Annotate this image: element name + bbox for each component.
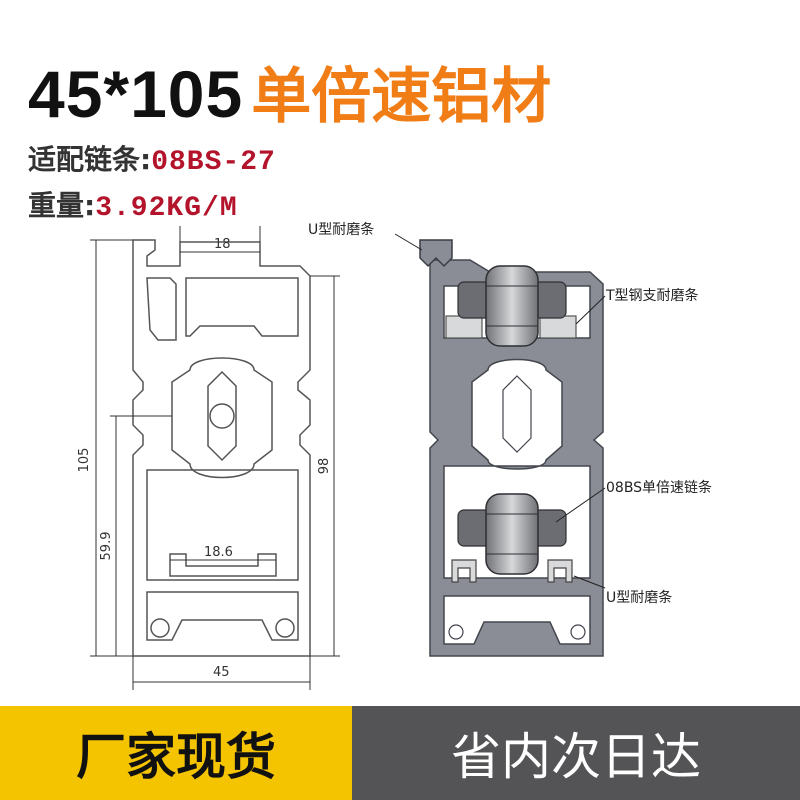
- profile-outline-drawing: [132, 239, 311, 657]
- title-size: 45*105: [28, 57, 244, 131]
- profile-section-view: [419, 239, 604, 657]
- title-name: 单倍速铝材: [251, 62, 552, 132]
- callout-chain: 08BS单倍速链条: [606, 479, 712, 496]
- dim-width: 45: [213, 665, 230, 680]
- spec-chain: 适配链条:08BS-27: [28, 138, 276, 178]
- chain-roller-upper: [457, 265, 567, 347]
- callout-t-strip: T型钢支耐磨条: [605, 287, 699, 304]
- chain-roller-lower: [457, 493, 567, 575]
- u-strip-bottom-right: [547, 559, 573, 583]
- callout-u-strip-top: U型耐磨条: [308, 221, 374, 238]
- t-strip-right: [539, 315, 577, 339]
- callout-leaders: [394, 233, 606, 589]
- banner-in-stock: 厂家现货: [0, 706, 352, 800]
- profile-drawing: 18 105 98 59.9 18.6 45: [77, 221, 712, 690]
- dim-height-98: 98: [317, 458, 332, 475]
- profile-body: [429, 259, 604, 657]
- callout-u-strip-bottom: U型耐磨条: [606, 589, 672, 606]
- u-strip-bottom-left: [451, 559, 477, 583]
- spec-weight: 重量:3.92KG/M: [28, 184, 238, 224]
- dimension-lines: [90, 226, 340, 690]
- weight-label: 重量:: [28, 189, 96, 222]
- banner-next-day: 省内次日达: [352, 706, 800, 800]
- chain-value: 08BS-27: [151, 147, 276, 178]
- page-title: 45*105 单倍速铝材: [28, 48, 551, 138]
- weight-value: 3.92KG/M: [95, 193, 238, 224]
- dim-inner-slot: 18.6: [204, 545, 233, 560]
- chain-label: 适配链条:: [28, 143, 152, 176]
- u-strip-top: [419, 239, 453, 268]
- t-strip-left: [445, 315, 483, 339]
- dim-top-slot: 18: [214, 237, 231, 252]
- dim-height-total: 105: [77, 448, 92, 473]
- dim-height-59: 59.9: [99, 532, 114, 561]
